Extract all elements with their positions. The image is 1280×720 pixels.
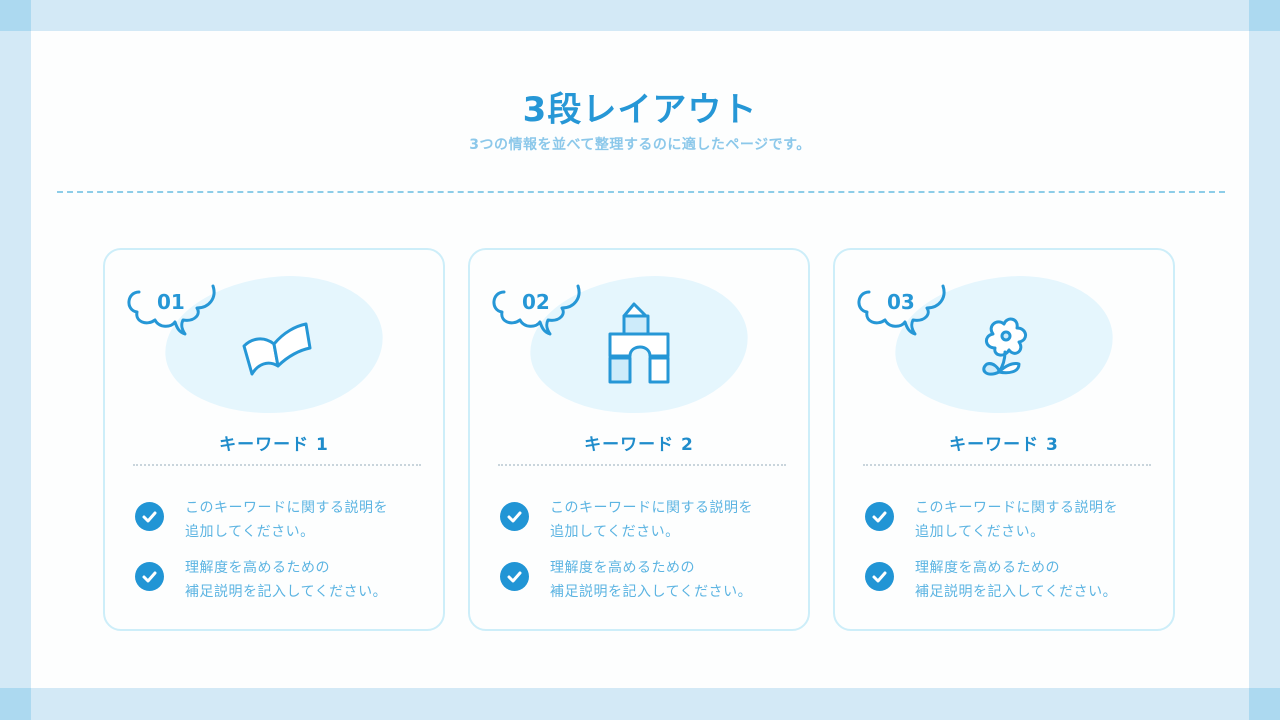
check-circle-icon [865,502,894,531]
card-2: 02 キーワード 2 このキーワードに関する説明を 追加してください。 理解度を… [468,248,810,631]
speech-cloud-icon [127,284,216,336]
check-circle-icon [500,562,529,591]
dashed-divider [57,191,1225,193]
item-line: 補足説明を記入してください。 [185,584,388,600]
item-line: 理解度を高めるための [550,560,695,576]
frame-corner [1249,688,1280,720]
card-number: 01 [157,290,185,314]
item-text: このキーワードに関する説明を 追加してください。 [185,496,388,544]
card-keyword: キーワード 1 [219,435,329,455]
dotted-divider [133,464,421,466]
card-keyword: キーワード 3 [949,435,1059,455]
speech-cloud-icon [492,284,581,336]
item-line: 補足説明を記入してください。 [915,584,1118,600]
check-circle-icon [135,562,164,591]
item-line: 補足説明を記入してください。 [550,584,753,600]
building-blocks-icon [608,302,670,384]
check-circle-icon [500,502,529,531]
item-text: 理解度を高めるための 補足説明を記入してください。 [915,556,1117,604]
item-text: このキーワードに関する説明を 追加してください。 [550,496,753,544]
frame-left [0,0,31,720]
frame-corner [0,688,31,720]
page-title: 3段レイアウト [522,90,758,130]
card-number: 02 [522,290,550,314]
item-text: このキーワードに関する説明を 追加してください。 [915,496,1118,544]
dotted-divider [498,464,786,466]
frame-bottom [0,688,1280,720]
item-line: 追加してください。 [185,524,315,540]
dotted-divider [863,464,1151,466]
item-line: 追加してください。 [550,524,680,540]
frame-top [0,0,1280,31]
open-book-icon [242,322,312,376]
item-text: 理解度を高めるための 補足説明を記入してください。 [550,556,752,604]
flower-icon [982,317,1027,376]
card-keyword: キーワード 2 [584,435,694,455]
frame-right [1249,0,1280,720]
check-circle-icon [865,562,894,591]
check-circle-icon [135,502,164,531]
item-line: このキーワードに関する説明を [915,500,1118,516]
card-1: 01 キーワード 1 このキーワードに関する説明を 追加してください。 理解度を… [103,248,445,631]
card-number: 03 [887,290,915,314]
page-subtitle: 3つの情報を並べて整理するのに適したページです。 [469,137,811,153]
frame-corner [0,0,31,31]
speech-cloud-icon [857,284,946,336]
frame-corner [1249,0,1280,31]
item-line: 追加してください。 [915,524,1045,540]
item-line: 理解度を高めるための [915,560,1060,576]
item-line: 理解度を高めるための [185,560,330,576]
card-3: 03 キーワード 3 このキーワードに関する説明を 追加してください。 理解度を… [833,248,1175,631]
item-line: このキーワードに関する説明を [550,500,753,516]
item-text: 理解度を高めるための 補足説明を記入してください。 [185,556,387,604]
item-line: このキーワードに関する説明を [185,500,388,516]
